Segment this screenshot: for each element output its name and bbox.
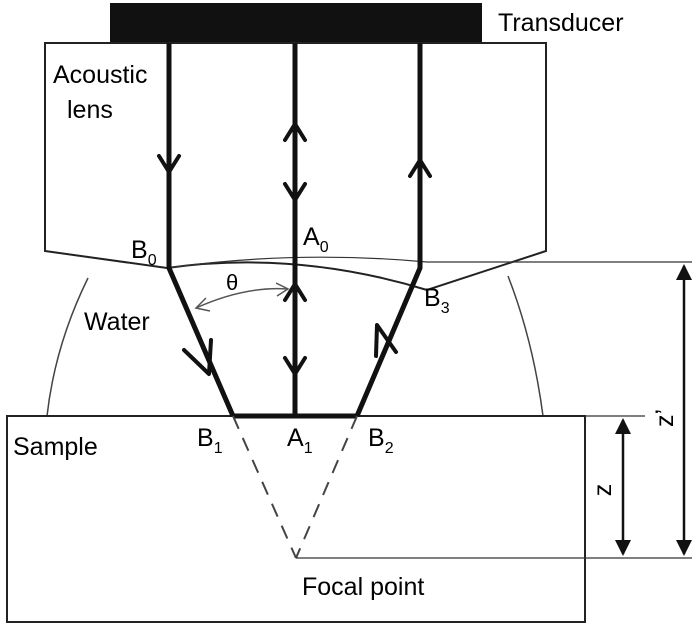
arrow-down-left-water (182, 338, 213, 376)
water-boundary-right (507, 275, 544, 417)
water-boundary-left (46, 277, 89, 417)
acoustic-lens-label-line1: Acoustic (53, 61, 147, 89)
z-arrow-top (615, 418, 631, 434)
label-b1: B1 (197, 424, 223, 457)
theta-arc (195, 287, 289, 309)
sample-label: Sample (13, 433, 98, 461)
arrow-down-center-top (283, 182, 307, 202)
transducer-block (110, 3, 482, 43)
ray-right (354, 43, 423, 417)
focal-dash-left (232, 415, 297, 559)
arrow-down-left-lens (157, 154, 181, 174)
acoustic-lens-label-line2: lens (67, 96, 113, 124)
theta-arc-head-left (194, 297, 211, 312)
focal-dash-right (295, 415, 358, 559)
water-label: Water (84, 308, 150, 336)
transducer-label: Transducer (498, 9, 624, 37)
arrow-up-center-water (283, 282, 307, 302)
z-arrow-bottom (615, 540, 631, 556)
label-b2: B2 (368, 424, 394, 457)
z-label: z (589, 484, 617, 497)
sample-block (6, 415, 586, 623)
arrow-up-right-lens (408, 158, 432, 178)
arrow-up-center-top (283, 122, 307, 142)
label-b3: B3 (424, 284, 450, 317)
z-prime-label: z’ (651, 409, 679, 427)
theta-arc-head-right (275, 282, 290, 297)
z-prime-arrow-top (676, 264, 692, 280)
arrow-up-right-water (374, 323, 398, 358)
label-a1: A1 (287, 424, 313, 457)
z-prime-arrow-bottom (676, 540, 692, 556)
lens-surface-line (166, 256, 692, 269)
arrow-down-center-water (283, 356, 307, 376)
label-a0: A0 (303, 223, 329, 256)
theta-label: θ (226, 270, 238, 295)
ray-left (166, 43, 236, 417)
label-b0: B0 (131, 236, 157, 269)
focal-point-label: Focal point (302, 573, 424, 601)
